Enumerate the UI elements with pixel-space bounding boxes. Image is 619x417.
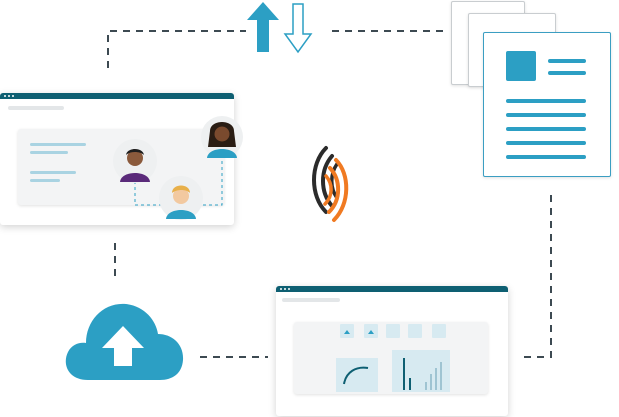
arrow-down-icon [283,3,313,54]
document-line [506,113,586,117]
dashboard-window-titlebar [276,286,508,292]
document-line [506,127,586,131]
document-line [506,141,586,145]
dashboard-widgets [336,324,450,392]
sync-arrows [247,2,313,54]
connector-docs-to-dashboard [520,195,552,358]
document-line [506,99,586,103]
user-avatar-man [113,139,157,183]
arrow-up-icon [102,326,144,366]
dashboard-panel [294,322,488,394]
widget-up-icon [344,330,374,334]
text-line [30,171,76,174]
gauge-arc [343,366,369,385]
dashboard-window-address [282,298,340,302]
cloud-upload-icon [65,303,184,380]
user-avatar-woman [201,116,243,158]
text-line [30,143,86,146]
text-line [30,179,60,182]
arrow-up-icon [247,2,279,52]
document-line [548,59,586,63]
document-line [506,155,586,159]
user-avatar-blond [159,176,203,220]
document-front [483,32,611,177]
connector-users-to-arrows [107,30,246,68]
users-window-titlebar [0,93,234,99]
document-line [548,71,586,75]
dashboard-window [276,286,508,416]
text-line [30,151,68,154]
signal-waves-icon [312,146,349,222]
document-image-icon [506,51,536,81]
users-window-address [8,106,64,110]
gauge-widget [336,358,378,392]
users-links [134,151,223,206]
